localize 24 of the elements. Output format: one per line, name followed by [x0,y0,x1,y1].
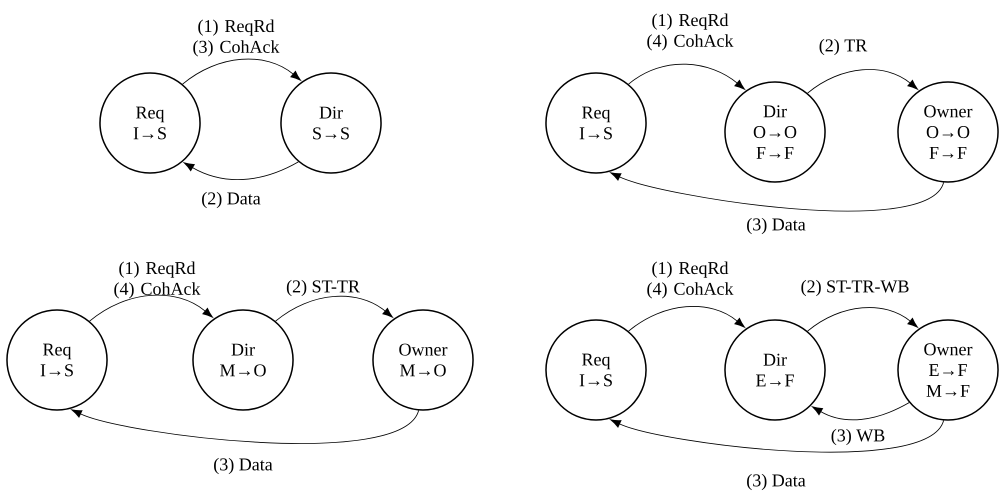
arrow [628,64,745,90]
arrow [182,58,301,85]
arrow [610,172,944,212]
arrow [807,69,918,94]
arrow [71,409,419,444]
edge-label: (2) ST-TR-WB [801,280,909,296]
edge-label: (1) ReqRd (3) CohAck [193,19,280,57]
edge-label: (1) ReqRd (4) CohAck [114,261,200,299]
edge-label: (1) ReqRd (4) CohAck [647,261,734,299]
edge-label: (3) Data [214,458,272,474]
edge-label: (3) WB [832,428,884,446]
edge-label: (2) TR [820,38,868,56]
arrow [812,402,910,420]
arrow [275,296,393,322]
arrow [184,162,299,180]
arrow [628,306,745,332]
arrow [807,307,918,332]
edge-label: (2) ST-TR [286,280,360,296]
edge-label: (1) ReqRd (4) CohAck [647,13,734,51]
arrow [89,294,213,322]
edge-label: (2) Data [202,192,260,208]
edge-label: (3) Data [747,218,806,234]
arrow [610,419,944,453]
edge-label: (3) Data [747,474,806,490]
